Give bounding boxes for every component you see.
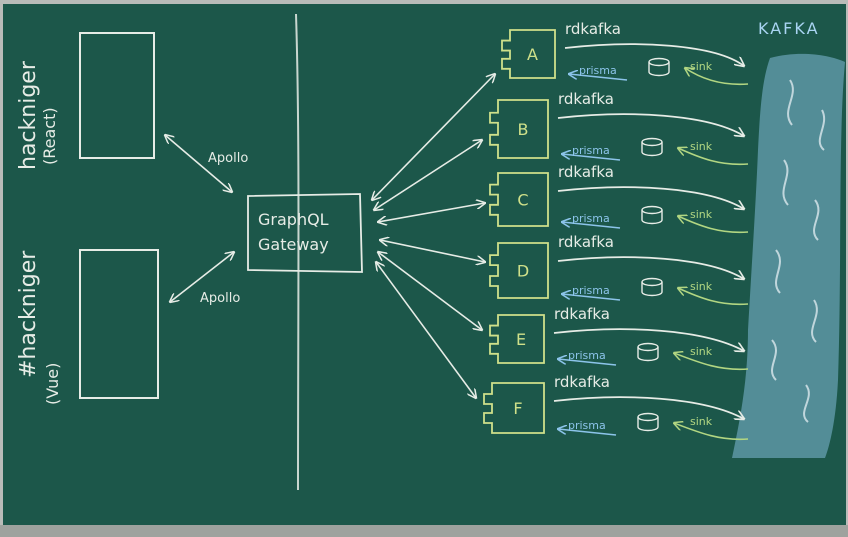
producer-label-b: rdkafka xyxy=(558,90,614,108)
producer-label-a: rdkafka xyxy=(565,20,621,38)
prisma-label-c: prisma xyxy=(572,212,610,225)
service-label-d: D xyxy=(517,262,529,281)
producer-label-c: rdkafka xyxy=(558,163,614,181)
prisma-label-e: prisma xyxy=(568,349,606,362)
sink-label-e: sink xyxy=(690,345,713,358)
prisma-label-b: prisma xyxy=(572,144,610,157)
sink-label-a: sink xyxy=(690,60,713,73)
service-label-f: F xyxy=(513,399,522,418)
producer-label-f: rdkafka xyxy=(554,373,610,391)
gateway-line2: Gateway xyxy=(258,235,329,254)
gateway-line1: GraphQL xyxy=(258,210,329,229)
sink-label-f: sink xyxy=(690,415,713,428)
service-label-e: E xyxy=(516,330,526,349)
producer-label-e: rdkafka xyxy=(554,305,610,323)
service-label-b: B xyxy=(518,120,529,139)
apollo-label-vue: Apollo xyxy=(200,291,240,306)
prisma-label-d: prisma xyxy=(572,284,610,297)
client-react-framework: (React) xyxy=(40,107,59,165)
prisma-label-a: prisma xyxy=(579,64,617,77)
client-vue-name: #hackniger xyxy=(16,250,41,378)
client-react-name: hackniger xyxy=(16,60,41,170)
client-vue-framework: (Vue) xyxy=(43,363,62,405)
chalk-tray xyxy=(0,525,848,537)
sink-label-d: sink xyxy=(690,280,713,293)
apollo-label-react: Apollo xyxy=(208,151,248,166)
prisma-label-f: prisma xyxy=(568,419,606,432)
service-label-a: A xyxy=(527,45,538,64)
kafka-title: KAFKA xyxy=(758,19,820,38)
sink-label-c: sink xyxy=(690,208,713,221)
sink-label-b: sink xyxy=(690,140,713,153)
service-label-c: C xyxy=(517,191,528,210)
producer-label-d: rdkafka xyxy=(558,233,614,251)
